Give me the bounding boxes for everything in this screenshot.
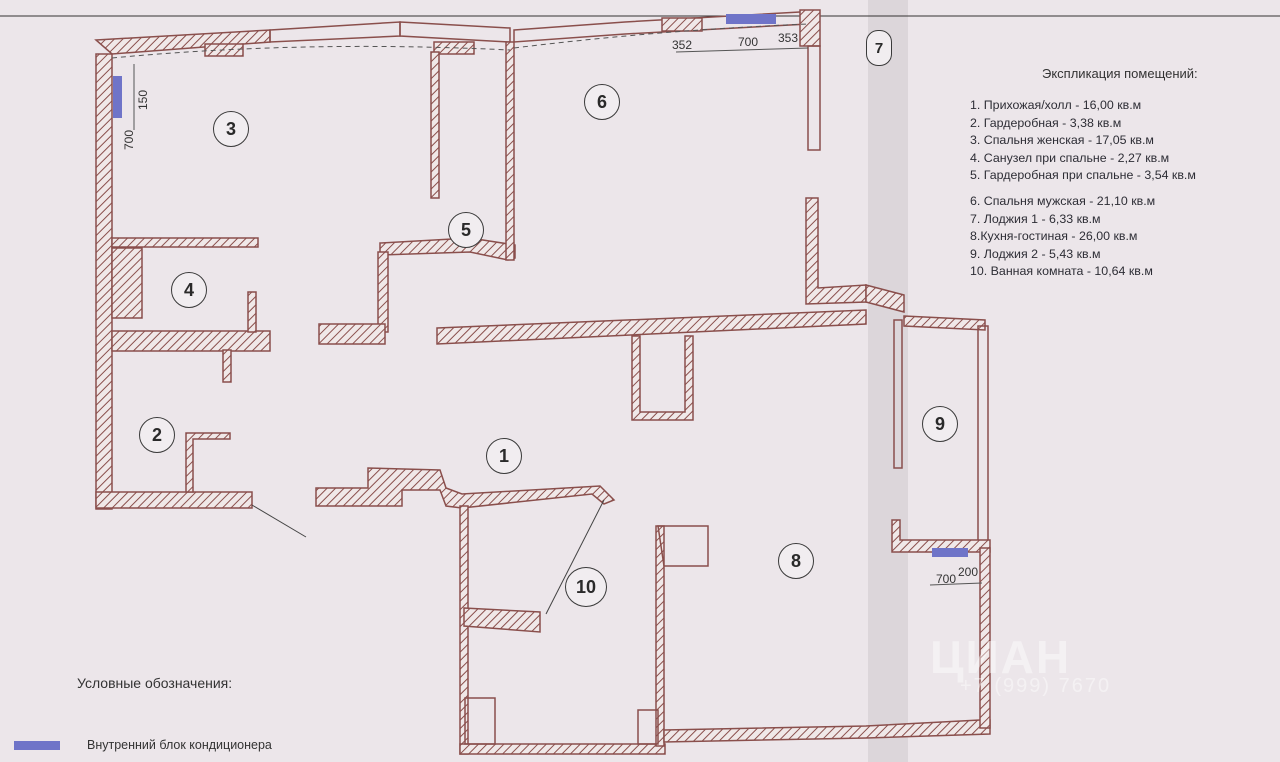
legend-item: 2. Гардеробная - 3,38 кв.м	[970, 115, 1122, 130]
legend-item: 8.Кухня-гостиная - 26,00 кв.м	[970, 229, 1138, 244]
wall-bath-bottom	[459, 743, 666, 755]
dashed-line-right	[513, 23, 809, 49]
wall-room4-door	[247, 291, 257, 333]
window-top-mid	[399, 21, 511, 43]
wall-wardrobe-door	[318, 323, 386, 345]
dim-150: 150	[136, 89, 150, 110]
wall-room4-block	[111, 247, 143, 319]
room-label-8: 8	[778, 543, 814, 579]
legend-title: Экспликация помещений:	[1042, 66, 1198, 81]
window-room9	[977, 325, 989, 547]
room-label-7: 7	[866, 30, 892, 66]
dim-352: 352	[672, 38, 693, 52]
room-label-1: 1	[486, 438, 522, 474]
wall-room5-bottom	[379, 237, 516, 261]
dim-line-loggia	[929, 582, 983, 586]
wall-right-8	[979, 547, 991, 729]
wall-corner-7	[865, 284, 905, 313]
wall-hall-bottom	[315, 467, 616, 509]
wall-top-left	[94, 29, 271, 55]
wall-room2-inner	[185, 432, 231, 493]
legend-item: 5. Гардеробная при спальне - 3,54 кв.м	[970, 168, 1196, 183]
conventions-title: Условные обозначения:	[77, 675, 233, 691]
legend-item: 6. Спальня мужская - 21,10 кв.м	[970, 193, 1156, 208]
wall-room9-bottom	[891, 519, 991, 553]
wall-pier-3	[661, 17, 703, 32]
window-room9-left	[893, 319, 903, 469]
room-label-2: 2	[139, 417, 175, 453]
ac-legend-swatch	[14, 741, 60, 750]
wall-5-6	[505, 41, 515, 261]
legend-list: 1. Прихожая/холл - 16,00 кв.м 2. Гардеро…	[970, 97, 1196, 281]
watermark-number: +7 (999) 7670	[960, 675, 1112, 697]
room-label-6: 6	[584, 84, 620, 120]
room-label-9: 9	[922, 406, 958, 442]
wall-bath-inner	[463, 607, 541, 633]
legend-item: 7. Лоджия 1 - 6,33 кв.м	[970, 211, 1101, 226]
ac-unit-room6	[726, 14, 776, 24]
wall-4-hall	[111, 330, 271, 352]
wall-hall-top	[436, 309, 867, 345]
dim-200-loggia: 200	[958, 565, 979, 579]
bath-fixture-2	[637, 709, 659, 745]
dim-700-loggia: 700	[936, 572, 957, 586]
wall-stub	[222, 349, 232, 383]
dim-line-top	[675, 47, 809, 53]
room-label-10: 10	[565, 567, 607, 607]
legend-item: 3. Спальня женская - 17,05 кв.м	[970, 133, 1154, 148]
dashed-line-left	[111, 45, 511, 59]
kitchen-block	[657, 525, 709, 567]
window-top-left	[269, 21, 401, 43]
wall-room9-top	[903, 315, 986, 331]
ac-legend-label: Внутренний блок кондиционера	[87, 738, 272, 752]
door-swing-10	[545, 499, 605, 615]
watermark-logo: ЦИАН	[930, 631, 1072, 683]
room-label-4: 4	[171, 272, 207, 308]
wall-bottom-left	[95, 491, 253, 509]
dim-700-left: 700	[122, 129, 136, 150]
door-swing-2	[251, 504, 307, 538]
wall-room3-right	[430, 51, 440, 199]
window-right-6	[807, 45, 821, 151]
ac-unit-room8	[932, 548, 968, 557]
dim-353: 353	[778, 31, 799, 45]
legend-item: 1. Прихожая/холл - 16,00 кв.м	[970, 98, 1142, 112]
legend-item: 10. Ванная комната - 10,64 кв.м	[970, 264, 1153, 279]
wall-bath-left	[459, 505, 469, 755]
bath-fixture-1	[464, 697, 496, 745]
wall-room5-left	[377, 251, 389, 333]
wall-left	[95, 53, 113, 510]
wall-niche	[631, 335, 694, 421]
dim-700-top: 700	[738, 35, 759, 49]
room-label-5: 5	[448, 212, 484, 248]
wall-room6-corner	[805, 197, 867, 305]
wall-bottom-right	[663, 719, 991, 743]
wall-corner-top	[799, 9, 821, 47]
room-label-3: 3	[213, 111, 249, 147]
wall-3-4	[111, 237, 259, 248]
legend-item: 4. Санузел при спальне - 2,27 кв.м	[970, 150, 1170, 165]
legend-item: 9. Лоджия 2 - 5,43 кв.м	[970, 246, 1101, 261]
ac-unit-room3	[113, 76, 122, 118]
